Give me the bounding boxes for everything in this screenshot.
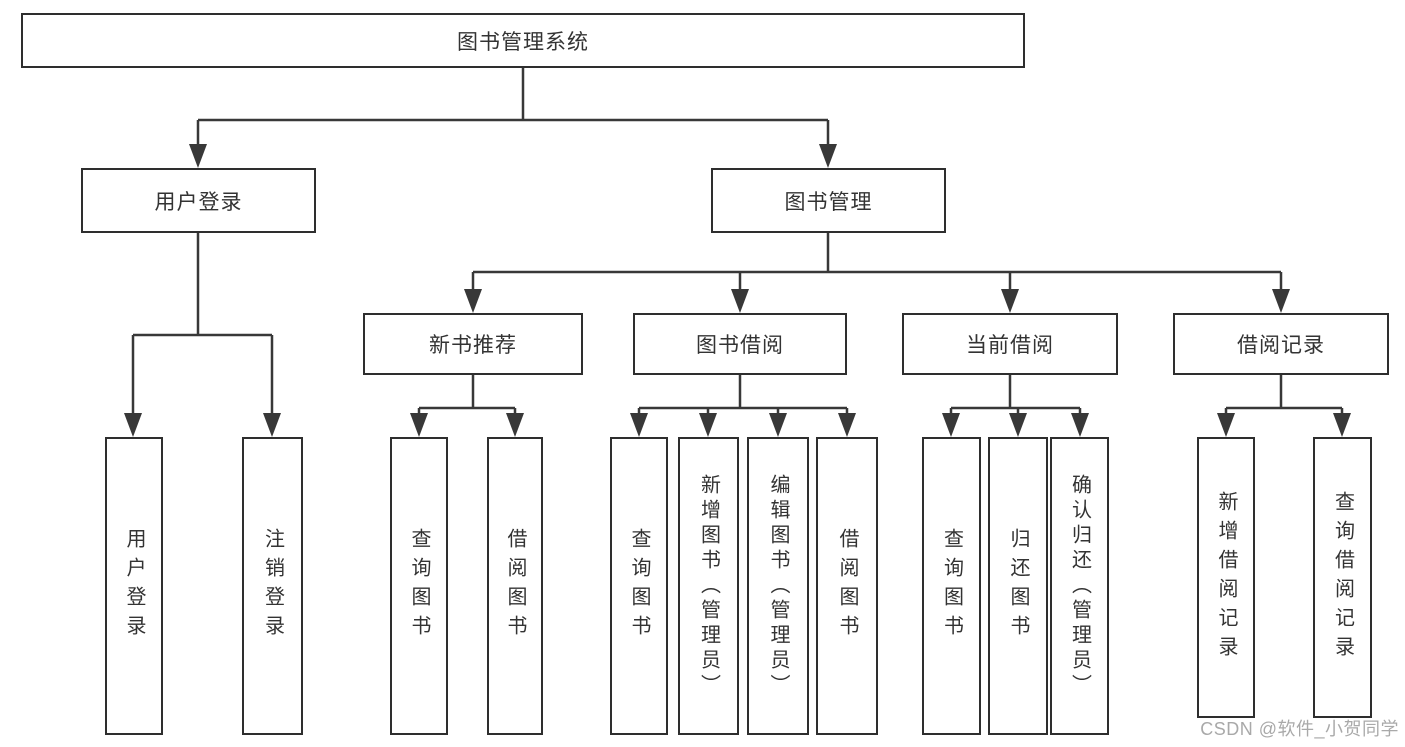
node-label: 新增图书（管理员） <box>697 473 720 699</box>
node-label: 注销登录 <box>261 528 284 644</box>
leaf-borrow-books-2: 借阅图书 <box>816 437 878 735</box>
node-new-book-recommend: 新书推荐 <box>363 313 583 375</box>
node-label: 用户登录 <box>123 528 145 644</box>
csdn-watermark: CSDN @软件_小贺同学 <box>1200 719 1399 739</box>
node-current-borrow: 当前借阅 <box>902 313 1118 375</box>
leaf-logout: 注销登录 <box>242 437 303 735</box>
node-label: 借阅图书 <box>504 528 526 644</box>
node-label: 新增借阅记录 <box>1215 490 1237 665</box>
node-label: 图书借阅 <box>696 334 784 357</box>
node-label: 借阅记录 <box>1237 334 1325 357</box>
node-label: 归还图书 <box>1007 528 1029 644</box>
node-label: 编辑图书（管理员） <box>767 473 789 699</box>
leaf-add-borrow-record: 新增借阅记录 <box>1197 437 1255 718</box>
node-label: 查询借阅记录 <box>1331 490 1354 665</box>
node-library-management-system: 图书管理系统 <box>21 13 1025 68</box>
leaf-query-books-3: 查询图书 <box>922 437 981 735</box>
leaf-query-books-1: 查询图书 <box>390 437 448 735</box>
node-label: 查询图书 <box>408 528 430 644</box>
node-label: 当前借阅 <box>966 334 1054 357</box>
node-label: 确认归还（管理员） <box>1068 473 1091 699</box>
leaf-return-books: 归还图书 <box>988 437 1048 735</box>
leaf-edit-book-admin: 编辑图书（管理员） <box>747 437 809 735</box>
leaf-borrow-books-1: 借阅图书 <box>487 437 543 735</box>
node-book-borrow: 图书借阅 <box>633 313 847 375</box>
node-label: 图书管理 <box>784 190 873 214</box>
node-label: 查询图书 <box>940 528 963 644</box>
node-label: 借阅图书 <box>836 528 858 644</box>
node-label: 用户登录 <box>154 190 243 214</box>
node-label: 新书推荐 <box>429 334 517 357</box>
node-label: 查询图书 <box>628 528 650 644</box>
leaf-query-borrow-record: 查询借阅记录 <box>1313 437 1372 718</box>
leaf-add-book-admin: 新增图书（管理员） <box>678 437 739 735</box>
node-label: 图书管理系统 <box>457 30 589 54</box>
node-borrow-records: 借阅记录 <box>1173 313 1389 375</box>
node-book-management: 图书管理 <box>711 168 946 233</box>
leaf-confirm-return-admin: 确认归还（管理员） <box>1050 437 1109 735</box>
leaf-query-books-2: 查询图书 <box>610 437 668 735</box>
node-user-login: 用户登录 <box>81 168 316 233</box>
leaf-user-login: 用户登录 <box>105 437 163 735</box>
